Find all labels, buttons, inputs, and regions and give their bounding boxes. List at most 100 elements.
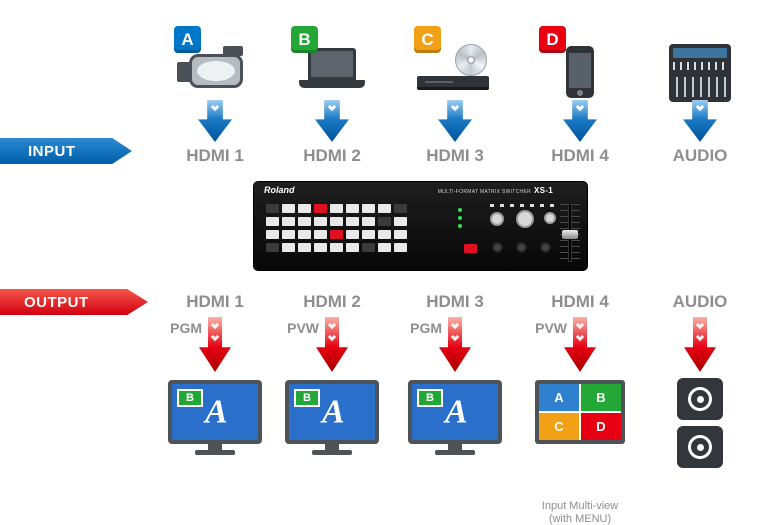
multiview-quadrant-c: C	[539, 413, 579, 440]
mixer-faders	[674, 77, 726, 97]
switcher-model: XS-1	[534, 186, 553, 195]
laptop-screen	[308, 48, 356, 80]
monitor-base	[312, 450, 352, 455]
speaker-dot	[696, 443, 704, 451]
camera-label-oval	[197, 61, 235, 81]
laptop-base	[299, 80, 365, 88]
output-label-hdmi2: HDMI 2	[303, 292, 361, 311]
output-arrow-icon	[199, 317, 231, 372]
phone-screen	[569, 53, 591, 88]
camera-body	[189, 54, 243, 88]
mode-label-pgm: PGM	[170, 320, 202, 336]
disc-icon	[455, 44, 487, 76]
output-label-hdmi1: HDMI 1	[186, 292, 244, 311]
status-leds	[458, 208, 462, 228]
knob	[516, 210, 534, 228]
mode-label-pvw: PVW	[535, 320, 567, 336]
source-badge-a: A	[174, 26, 201, 53]
multiview-monitor: A B C D	[535, 380, 625, 444]
chevron-down-icon	[450, 320, 460, 330]
chevron-down-icon	[327, 320, 337, 330]
input-column-audio: AUDIO	[645, 18, 755, 168]
knob	[544, 212, 556, 224]
output-column-audio: AUDIO	[645, 292, 755, 525]
source-badge-b: B	[291, 26, 318, 53]
inset-source-b: B	[177, 389, 203, 407]
multiview-quadrant-b: B	[581, 384, 621, 411]
chevron-down-icon	[575, 332, 585, 342]
output-arrow-icon	[684, 317, 716, 372]
chevron-down-icon	[210, 320, 220, 330]
speaker-cone	[688, 387, 712, 411]
speaker-bottom	[677, 426, 723, 468]
main-source-letter: A	[322, 393, 345, 431]
phone-home-button	[577, 90, 583, 96]
dvd-player-body	[417, 76, 489, 90]
input-arrow-icon	[315, 100, 349, 142]
monitor-bezel: B A	[168, 380, 262, 444]
chevron-down-icon	[210, 332, 220, 342]
pgm-monitor: B A	[408, 380, 502, 455]
chevron-down-icon	[695, 332, 705, 342]
output-label-hdmi3: HDMI 3	[426, 292, 484, 311]
red-button	[464, 244, 477, 253]
output-column-hdmi3: HDMI 3 PGM B A	[400, 292, 510, 525]
output-arrow-icon	[316, 317, 348, 372]
smartphone-icon	[540, 44, 620, 104]
monitor-screen: B A	[172, 384, 258, 440]
input-column-hdmi2: B HDMI 2	[277, 18, 387, 168]
inset-source-b: B	[417, 389, 443, 407]
monitor-stand	[325, 444, 339, 450]
input-column-hdmi3: C HDMI 3	[400, 18, 510, 168]
main-source-letter: A	[445, 393, 468, 431]
multiview-grid: A B C D	[539, 384, 621, 440]
switcher-title: MULTI-FORMAT MATRIX SWITCHER	[437, 189, 531, 195]
chevron-down-icon	[575, 102, 585, 112]
switcher-title-group: MULTI-FORMAT MATRIX SWITCHER XS-1	[438, 186, 553, 195]
switcher-top-panel: Roland MULTI-FORMAT MATRIX SWITCHER XS-1	[254, 182, 587, 197]
chevron-down-icon	[695, 102, 705, 112]
chevron-down-icon	[695, 320, 705, 330]
output-column-hdmi1: HDMI 1 PGM B A	[160, 292, 270, 525]
output-label-hdmi4: HDMI 4	[551, 292, 609, 311]
input-arrow-icon	[438, 100, 472, 142]
output-arrow-icon	[564, 317, 596, 372]
mixer-body	[669, 44, 731, 102]
disc-hole	[466, 55, 476, 65]
input-arrow-icon	[198, 100, 232, 142]
laptop-icon	[292, 44, 372, 104]
output-label-audio: AUDIO	[672, 292, 728, 311]
speaker-cone	[688, 435, 712, 459]
switcher-device: Roland MULTI-FORMAT MATRIX SWITCHER XS-1	[253, 181, 588, 271]
monitor-base	[195, 450, 235, 455]
audio-mixer-icon	[660, 44, 740, 104]
source-badge-c: C	[414, 26, 441, 53]
source-badge-d: D	[539, 26, 566, 53]
phone-body	[566, 46, 594, 98]
chevron-down-icon	[575, 320, 585, 330]
input-arrow-icon	[683, 100, 717, 142]
dvd-slot	[425, 81, 453, 83]
output-ribbon: OUTPUT	[0, 289, 148, 315]
multiview-caption: Input Multi-view (with MENU)	[525, 500, 635, 525]
monitor-base	[435, 450, 475, 455]
pgm-monitor: B A	[168, 380, 262, 455]
inset-source-b: B	[294, 389, 320, 407]
output-ribbon-label: OUTPUT	[24, 293, 89, 311]
input-column-hdmi4: D HDMI 4	[525, 18, 635, 168]
knob	[490, 212, 504, 226]
input-column-hdmi1: A HDMI 1	[160, 18, 270, 168]
multiview-quadrant-d: D	[581, 413, 621, 440]
dvd-player-icon	[415, 44, 495, 104]
chevron-down-icon	[327, 332, 337, 342]
monitor-screen: B A	[289, 384, 375, 440]
monitor-bezel: B A	[408, 380, 502, 444]
monitor-screen: B A	[412, 384, 498, 440]
chevron-down-icon	[450, 332, 460, 342]
mixer-knobs	[673, 62, 727, 70]
mode-label-pgm: PGM	[410, 320, 442, 336]
roland-logo: Roland	[264, 185, 295, 195]
input-label-audio: AUDIO	[672, 146, 728, 165]
output-arrow-icon	[439, 317, 471, 372]
